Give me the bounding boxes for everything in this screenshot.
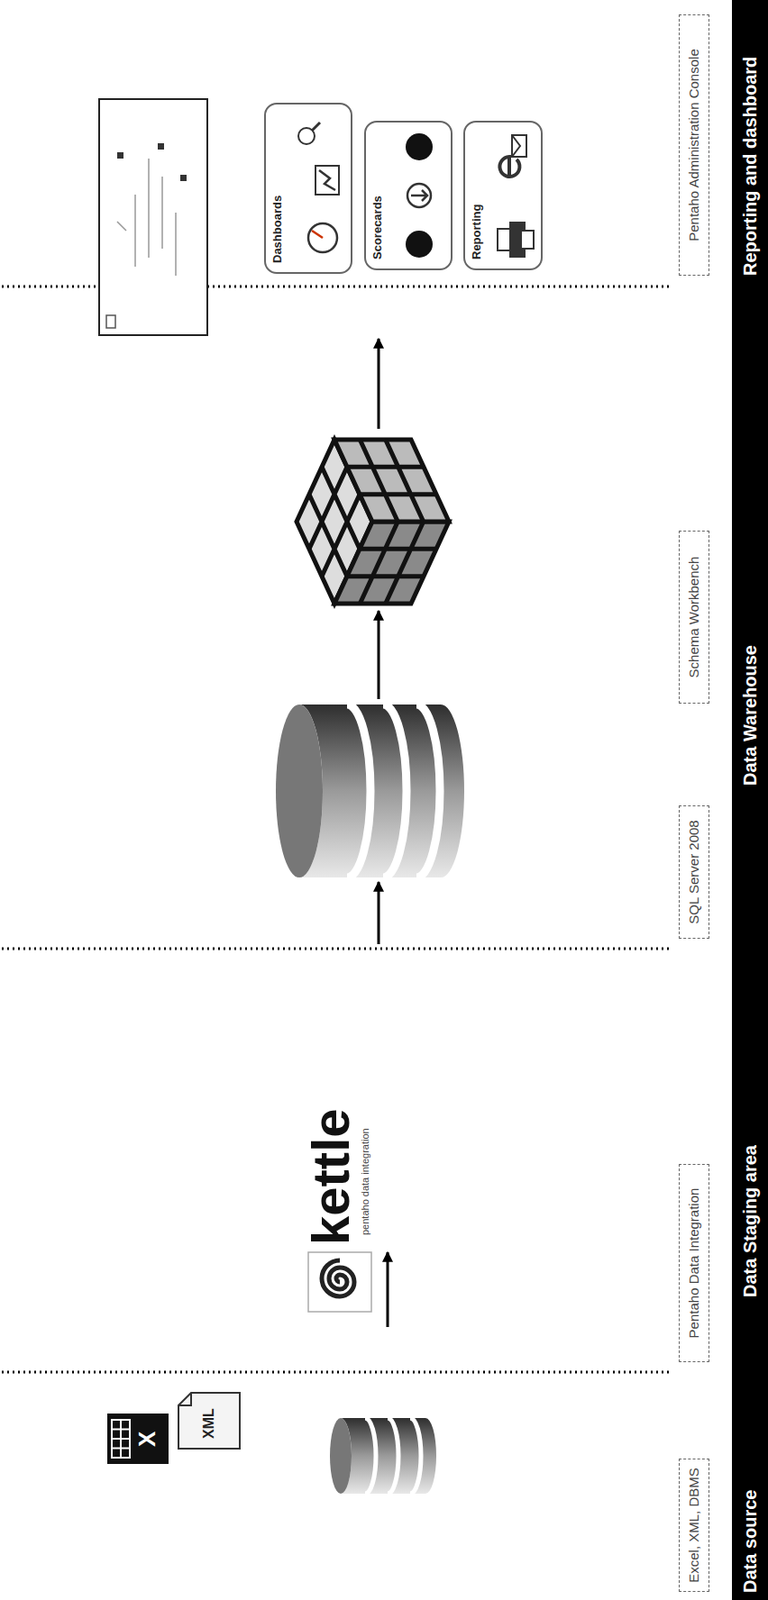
dashboards-panel: Dashboards	[264, 102, 353, 275]
stage-band: Data source Data Staging area Data Warehou…	[731, 0, 768, 1600]
console-screenshot	[99, 99, 208, 336]
tool-label-box: Schema Workbench	[678, 530, 710, 704]
screenshot-detail	[106, 315, 116, 329]
cube-grid	[347, 521, 437, 604]
database-stripe	[347, 704, 371, 878]
flow-arrow	[377, 611, 381, 700]
kettle-spiral	[321, 1261, 355, 1298]
scorecard-light	[405, 133, 433, 161]
database-stripe	[387, 1418, 399, 1495]
kettle-logo-text: kettle	[304, 1108, 357, 1246]
tool-label: Pentaho Data Integration	[685, 1188, 703, 1340]
tool-label: Pentaho Administration Console	[685, 48, 703, 241]
panel-title: Dashboards	[270, 195, 285, 264]
reporting-panel: Reporting	[463, 120, 543, 271]
column-separator	[1, 948, 669, 951]
email-icon	[499, 156, 520, 177]
panel-title: Reporting	[469, 204, 485, 260]
database-top	[329, 1418, 352, 1495]
xml-document-fold	[178, 1393, 192, 1407]
envelope-flap	[512, 135, 521, 157]
scorecard-light	[405, 230, 433, 258]
chart-line	[319, 170, 336, 191]
gauge-needle	[311, 230, 323, 238]
database-stripe	[365, 1418, 376, 1495]
screenshot-detail	[180, 174, 187, 182]
excel-grid	[119, 1420, 122, 1459]
chart-icon	[315, 165, 339, 195]
gauge-icon	[308, 223, 338, 253]
stage-title: Data source	[739, 1490, 761, 1595]
tool-label-box: Excel, XML, DBMS	[678, 1459, 710, 1593]
tool-label-box: SQL Server 2008	[678, 805, 710, 940]
database-stripe	[410, 1418, 421, 1495]
database-top	[275, 704, 323, 878]
excel-grid	[111, 1420, 130, 1459]
tool-label: Excel, XML, DBMS	[685, 1468, 703, 1584]
xml-letters: XML	[201, 1408, 217, 1440]
scorecards-panel: Scorecards	[364, 120, 453, 271]
printer-paper	[521, 230, 534, 249]
stage-title: Data Staging area	[739, 1145, 761, 1299]
cube-grid	[309, 466, 360, 576]
magnifier-handle	[311, 122, 320, 131]
screenshot-detail	[117, 158, 176, 276]
stage-title: Data Warehouse	[739, 645, 761, 787]
kettle-subtitle: pentaho data integration	[360, 1128, 371, 1236]
flow-arrow	[377, 882, 381, 945]
stage-title: Reporting and dashboard	[739, 56, 761, 276]
flow-arrow	[386, 1252, 390, 1328]
database-stripe	[416, 704, 440, 878]
cube-grid	[347, 439, 437, 522]
tool-label: SQL Server 2008	[685, 820, 703, 924]
kettle-logo-frame	[308, 1252, 372, 1313]
printer-paper	[497, 228, 511, 251]
scorecard-arrow	[411, 190, 428, 202]
tool-label: Schema Workbench	[685, 557, 703, 679]
scorecard-arrow-icon	[407, 183, 431, 208]
column-separator	[1, 1371, 669, 1375]
excel-letter: X	[135, 1432, 159, 1448]
flow-arrow	[377, 338, 381, 430]
database-cylinder	[340, 1418, 437, 1495]
envelope-icon	[512, 135, 527, 157]
xml-document-icon	[178, 1393, 240, 1450]
screenshot-detail	[157, 143, 165, 150]
database-stripe	[383, 704, 407, 878]
tool-label-box: Pentaho Administration Console	[678, 14, 710, 276]
tool-label-box: Pentaho Data Integration	[678, 1164, 710, 1363]
excel-icon	[107, 1414, 169, 1465]
screenshot-detail	[117, 152, 124, 159]
database-cylinder	[299, 704, 465, 878]
panel-title: Scorecards	[370, 195, 385, 260]
